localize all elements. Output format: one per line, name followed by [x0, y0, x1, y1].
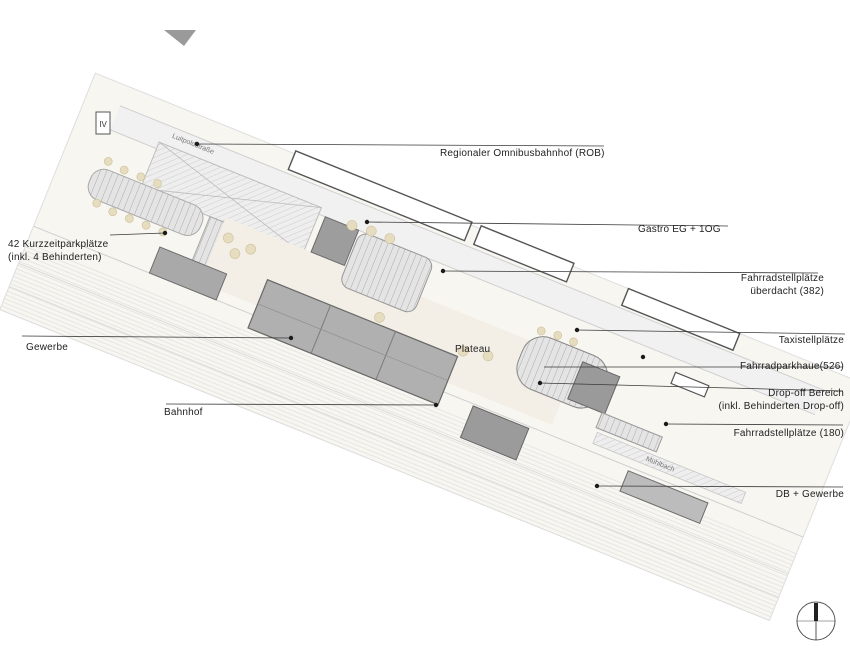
trees — [92, 157, 578, 362]
plateau-area — [199, 217, 579, 425]
label-fahrrad-ueberdacht-line2: überdacht (382) — [750, 286, 824, 297]
roof-line — [257, 303, 448, 381]
bike-parking-180 — [595, 412, 663, 453]
luitpold-street — [110, 105, 825, 415]
site-rotated-group: Luitpoldstraße Mühlbach — [0, 72, 850, 622]
label-bahnhof: Bahnhof — [164, 407, 203, 418]
label-fahrradparkhaus: Fahrradparkhaue(526) — [739, 361, 844, 372]
label-gastro: Gastro EG + 1OG — [638, 224, 721, 235]
canopy-line — [140, 188, 322, 209]
east-building — [619, 470, 709, 524]
track-line — [18, 262, 789, 575]
bike-parking-covered — [341, 233, 433, 313]
gewerbe-building — [148, 246, 228, 301]
leader-dots — [162, 141, 669, 489]
label-plateau: Plateau — [455, 344, 491, 355]
db-gewerbe-building — [459, 405, 530, 461]
label-fahrrad-ueberdacht-line1: Fahrradstellplätze — [740, 273, 824, 284]
gastro-building — [310, 216, 360, 267]
rail-tracks — [0, 240, 798, 621]
street-edge — [119, 105, 825, 391]
rob-building — [287, 150, 473, 242]
label-kurzzeit: 42 Kurzzeitparkplätze (inkl. 4 Behindert… — [8, 238, 108, 264]
label-dropoff-line2: (inkl. Behinderten Drop-off) — [718, 401, 844, 412]
north-building — [620, 287, 741, 352]
leader-lines — [21, 143, 846, 488]
label-rob: Regionaler Omnibusbahnhof (ROB) — [440, 148, 605, 159]
road-sign-iv-label: IV — [99, 120, 107, 129]
muehlbach-path — [592, 431, 747, 504]
road-sign-iv — [95, 111, 111, 135]
label-db-gewerbe: DB + Gewerbe — [775, 489, 844, 500]
label-kurzzeit-line1: 42 Kurzzeitparkplätze — [8, 239, 109, 250]
label-fahrrad-180: Fahrradstellplätze (180) — [733, 428, 844, 439]
label-dropoff-line1: Drop-off Bereich — [768, 388, 844, 399]
label-fahrrad-ueberdacht: Fahrradstellplätze überdacht (382) — [741, 272, 824, 298]
north-building — [472, 224, 575, 283]
track-line — [8, 285, 779, 598]
label-taxi: Taxistellplätze — [778, 335, 844, 346]
label-dropoff: Drop-off Bereich (inkl. Behinderten Drop… — [719, 387, 844, 413]
label-kurzzeit-line2: (inkl. 4 Behinderten) — [8, 252, 102, 263]
kurzzeit-parking — [87, 168, 204, 236]
north-arrow-icon — [796, 601, 836, 641]
taxi-stand — [670, 371, 710, 398]
bike-garage-building — [567, 361, 621, 415]
corner-marker — [164, 30, 196, 46]
label-gewerbe: Gewerbe — [26, 342, 68, 353]
